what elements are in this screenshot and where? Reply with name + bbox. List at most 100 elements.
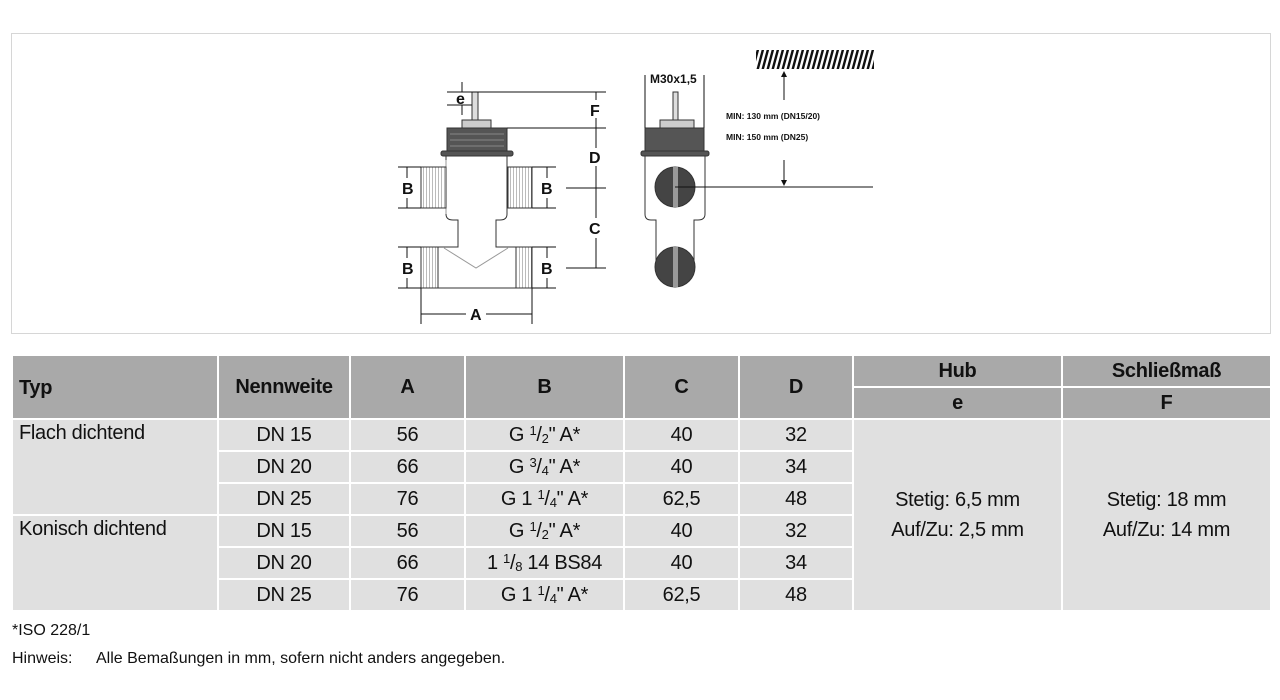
nennweite-cell: DN 25	[217, 578, 351, 612]
b-prefix: 1	[486, 552, 504, 574]
schliessmass-value: Stetig: 18 mm	[1106, 489, 1227, 511]
b-suffix: " A*	[556, 488, 589, 510]
b-suffix: " A*	[548, 520, 581, 542]
d-cell: 32	[738, 418, 854, 452]
d-cell: 48	[738, 578, 854, 612]
a-cell: 66	[349, 450, 466, 484]
nennweite-cell: DN 20	[217, 450, 351, 484]
b-numerator: 3	[529, 455, 537, 470]
b-denominator: 2	[541, 527, 549, 542]
b-prefix: G 1	[500, 584, 538, 606]
a-cell: 66	[349, 546, 466, 580]
a-cell: 56	[349, 418, 466, 452]
dim-label-e: e	[456, 91, 465, 108]
header-hub: Hub	[852, 354, 1063, 388]
b-denominator: 4	[549, 495, 557, 510]
b-cell: G 1/2" A*	[464, 514, 625, 548]
hint: Hinweis: Alle Bemaßungen in mm, sofern ni…	[12, 650, 505, 668]
b-numerator: 1	[503, 551, 510, 566]
header-hub-e: e	[852, 386, 1063, 420]
d-cell: 48	[738, 482, 854, 516]
a-cell: 56	[349, 514, 466, 548]
dim-label-b: B	[402, 181, 414, 198]
nennweite-cell: DN 25	[217, 482, 351, 516]
a-cell: 76	[349, 578, 466, 612]
header-typ: Typ	[11, 354, 219, 420]
hub-value: Stetig: 6,5 mm	[895, 489, 1020, 511]
dimension-table: Typ Nennweite A B C D Hub Schließmaß e F…	[11, 354, 1272, 612]
b-numerator: 1	[529, 519, 537, 534]
b-cell: G 1/2" A*	[464, 418, 625, 452]
dim-label-b: B	[402, 261, 414, 278]
min-note: MIN: 150 mm (DN25)	[726, 132, 808, 142]
header-schliessmass-f: F	[1061, 386, 1272, 420]
valve-dimension-drawing: e F D C B B B B A M30x1,5 MIN: 130 mm (D…	[398, 50, 874, 324]
header-d: D	[738, 354, 854, 420]
b-suffix: 14 BS84	[522, 552, 603, 574]
type-cell: Flach dichtend	[11, 418, 219, 516]
b-prefix: G	[508, 424, 530, 446]
a-cell: 76	[349, 482, 466, 516]
header-schliessmass: Schließmaß	[1061, 354, 1272, 388]
nennweite-cell: DN 15	[217, 514, 351, 548]
header-a: A	[349, 354, 466, 420]
thread-label: M30x1,5	[650, 72, 697, 86]
nennweite-cell: DN 15	[217, 418, 351, 452]
header-b: B	[464, 354, 625, 420]
b-suffix: " A*	[548, 456, 581, 478]
type-cell: Konisch dichtend	[11, 514, 219, 612]
dim-label-b: B	[541, 181, 553, 198]
b-cell: G 3/4" A*	[464, 450, 625, 484]
header-c: C	[623, 354, 740, 420]
b-denominator: 8	[515, 559, 523, 574]
dimension-lines	[398, 82, 606, 324]
dim-label-b: B	[541, 261, 553, 278]
b-numerator: 1	[529, 423, 537, 438]
valve-side-view	[640, 91, 710, 288]
hint-label: Hinweis:	[12, 650, 73, 667]
b-denominator: 2	[541, 431, 549, 446]
c-cell: 40	[623, 418, 740, 452]
b-suffix: " A*	[556, 584, 589, 606]
b-cell: 1 1/8 14 BS84	[464, 546, 625, 580]
b-suffix: " A*	[548, 424, 581, 446]
b-cell: G 1 1/4" A*	[464, 482, 625, 516]
drawing-frame	[11, 33, 1271, 334]
dim-label-c: C	[589, 221, 601, 238]
dim-label-f: F	[590, 103, 600, 120]
dim-label-d: D	[589, 150, 601, 167]
d-cell: 34	[738, 546, 854, 580]
header-nennweite: Nennweite	[217, 354, 351, 420]
valve-front-view	[420, 91, 533, 289]
nennweite-cell: DN 20	[217, 546, 351, 580]
b-denominator: 4	[549, 591, 557, 606]
hint-text: Alle Bemaßungen in mm, sofern nicht ande…	[96, 650, 506, 667]
c-cell: 40	[623, 514, 740, 548]
dim-label-a: A	[470, 307, 482, 324]
c-cell: 40	[623, 546, 740, 580]
d-cell: 34	[738, 450, 854, 484]
c-cell: 62,5	[623, 578, 740, 612]
b-denominator: 4	[541, 463, 549, 478]
footnote: *ISO 228/1	[12, 622, 91, 639]
b-prefix: G 1	[500, 488, 538, 510]
min-note: MIN: 130 mm (DN15/20)	[726, 111, 820, 121]
schliessmass-value: Auf/Zu: 14 mm	[1102, 519, 1231, 541]
hub-value: Auf/Zu: 2,5 mm	[891, 519, 1024, 541]
c-cell: 62,5	[623, 482, 740, 516]
b-numerator: 1	[537, 487, 545, 502]
b-cell: G 1 1/4" A*	[464, 578, 625, 612]
schliessmass-cell: Stetig: 18 mm Auf/Zu: 14 mm	[1061, 418, 1272, 612]
b-numerator: 1	[537, 583, 545, 598]
wall-hatch	[756, 50, 874, 69]
c-cell: 40	[623, 450, 740, 484]
b-prefix: G	[508, 520, 530, 542]
hub-cell: Stetig: 6,5 mm Auf/Zu: 2,5 mm	[852, 418, 1063, 612]
d-cell: 32	[738, 514, 854, 548]
